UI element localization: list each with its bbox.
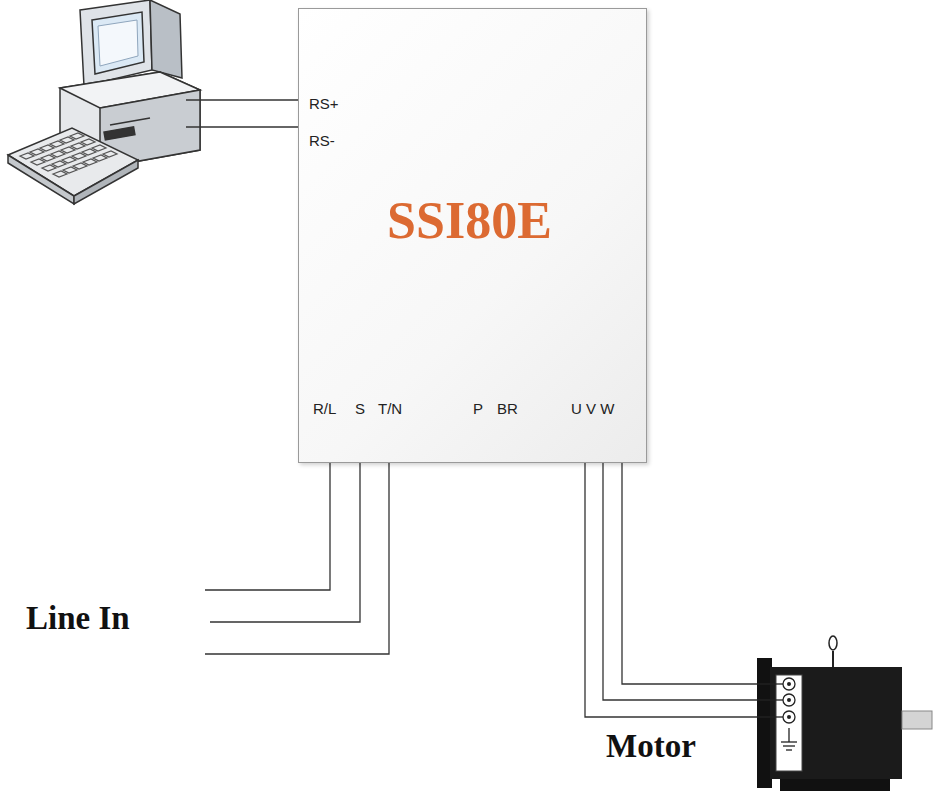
motor-label: Motor (606, 728, 696, 765)
terminal-label: P (473, 400, 483, 417)
pin-label: RS- (309, 132, 335, 149)
wire-line (603, 463, 757, 700)
motor-wire (622, 463, 757, 684)
line-in-wires (205, 463, 389, 654)
motor-box: Motor (757, 658, 902, 791)
terminal-label: R/L (313, 400, 336, 417)
rs485-wires (186, 100, 298, 127)
terminal-label: T/N (378, 400, 402, 417)
terminal-label: BR (497, 400, 518, 417)
motor-illustration (757, 636, 932, 791)
keyboard-keys (20, 133, 117, 177)
drive-name: SSI80E (387, 191, 552, 250)
line-in-label: Line In (26, 600, 130, 637)
computer-icon (8, 0, 200, 204)
wire-line (622, 463, 757, 684)
motor-wire (585, 463, 757, 717)
wire-line (585, 463, 757, 717)
terminal-label: S (355, 400, 365, 417)
drive-box: SSI80E (298, 8, 647, 463)
motor-wire (603, 463, 757, 700)
pin-label: RS+ (309, 95, 339, 112)
terminal-label: U V W (571, 400, 614, 417)
